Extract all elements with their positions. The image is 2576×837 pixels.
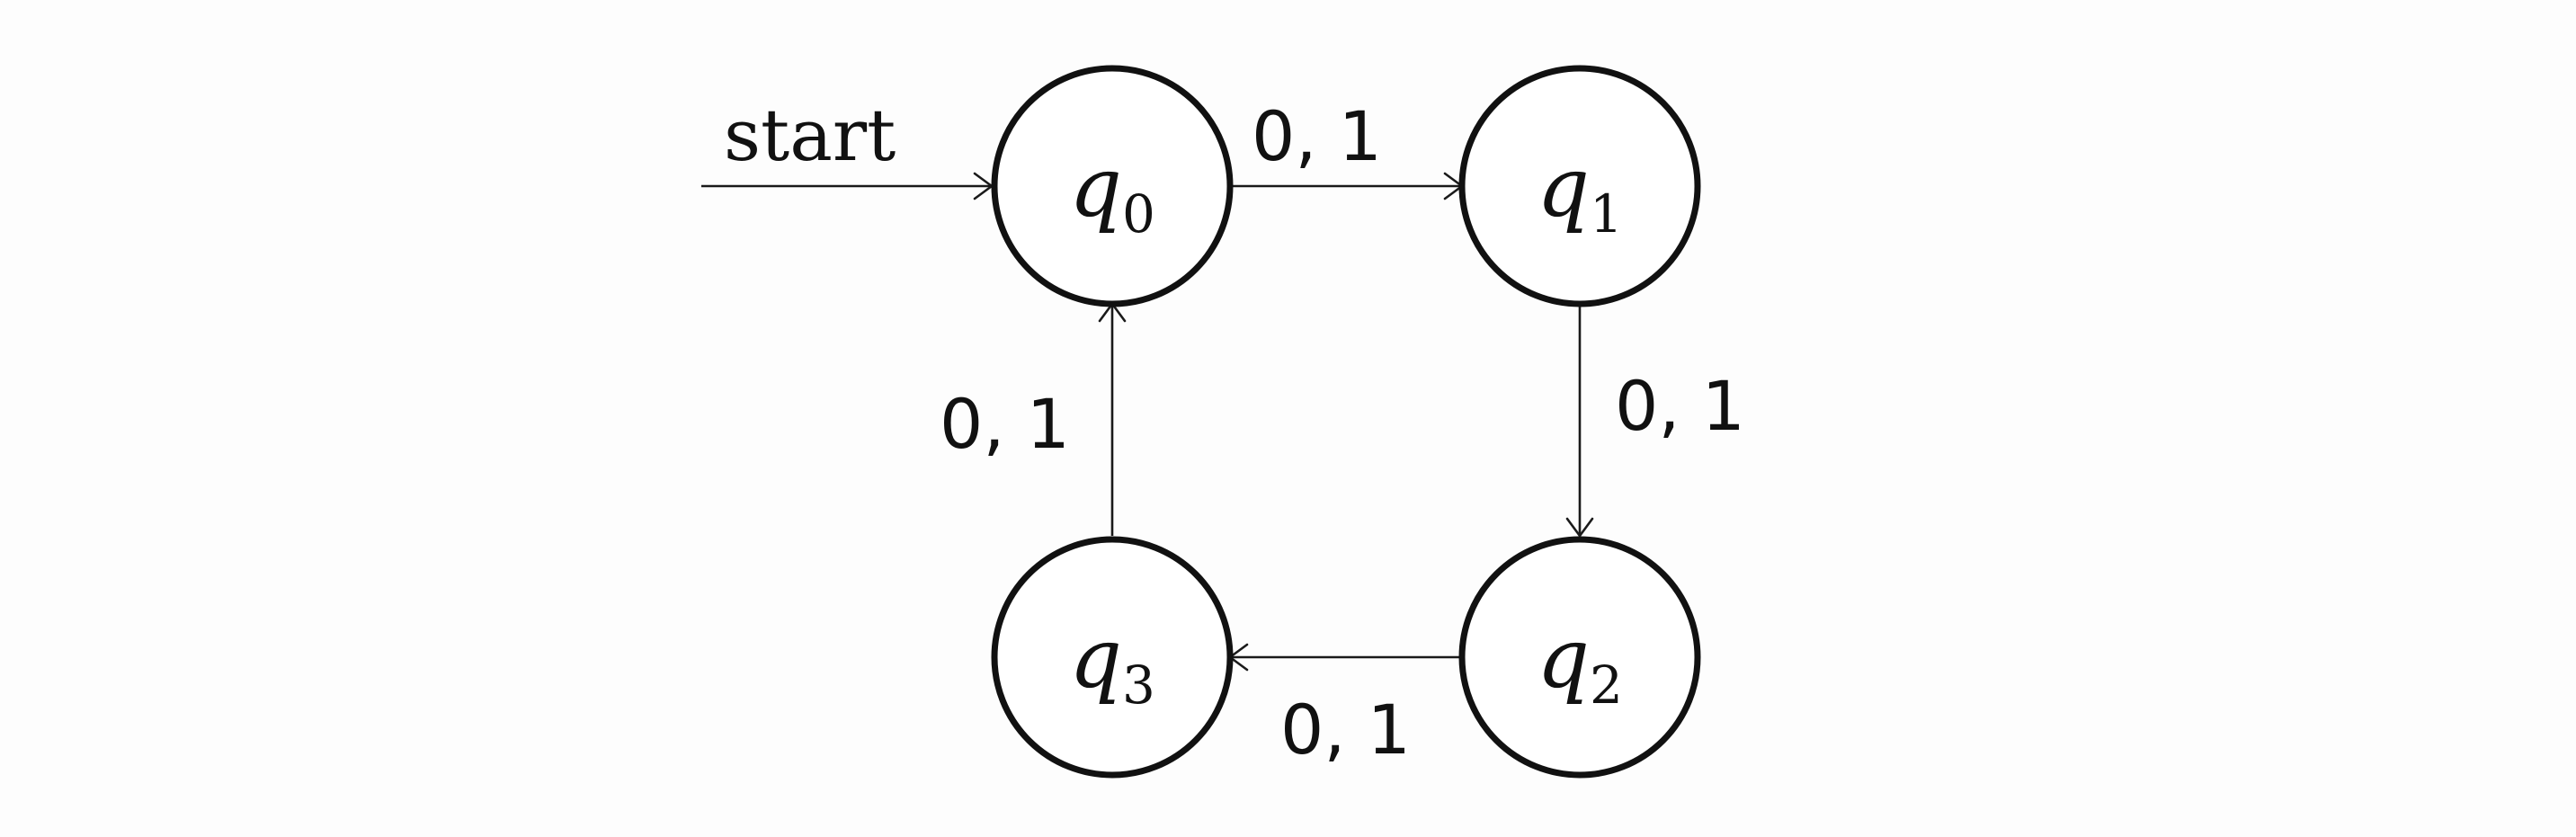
- transition-q0-q1: [1230, 172, 1464, 200]
- state-label-q0: q0: [1069, 139, 1155, 245]
- start-label: start: [724, 93, 896, 177]
- transition-label-q3-q0: 0, 1: [940, 384, 1070, 464]
- state-label-q1: q1: [1537, 139, 1623, 245]
- transition-q3-q0: [1098, 302, 1127, 536]
- transition-label-q1-q2: 0, 1: [1615, 366, 1745, 446]
- state-q1: q1: [1458, 65, 1701, 307]
- state-label-q2: q2: [1537, 610, 1623, 716]
- state-q2: q2: [1458, 536, 1701, 779]
- state-q3: q3: [991, 536, 1234, 779]
- transition-label-q2-q3: 0, 1: [1280, 690, 1411, 770]
- state-label-q3: q3: [1069, 610, 1155, 716]
- transition-q2-q3: [1228, 643, 1462, 672]
- state-q0: q0: [991, 65, 1234, 307]
- transition-q1-q2: [1565, 304, 1594, 538]
- start-arrow: [701, 172, 994, 200]
- transition-label-q0-q1: 0, 1: [1252, 96, 1382, 176]
